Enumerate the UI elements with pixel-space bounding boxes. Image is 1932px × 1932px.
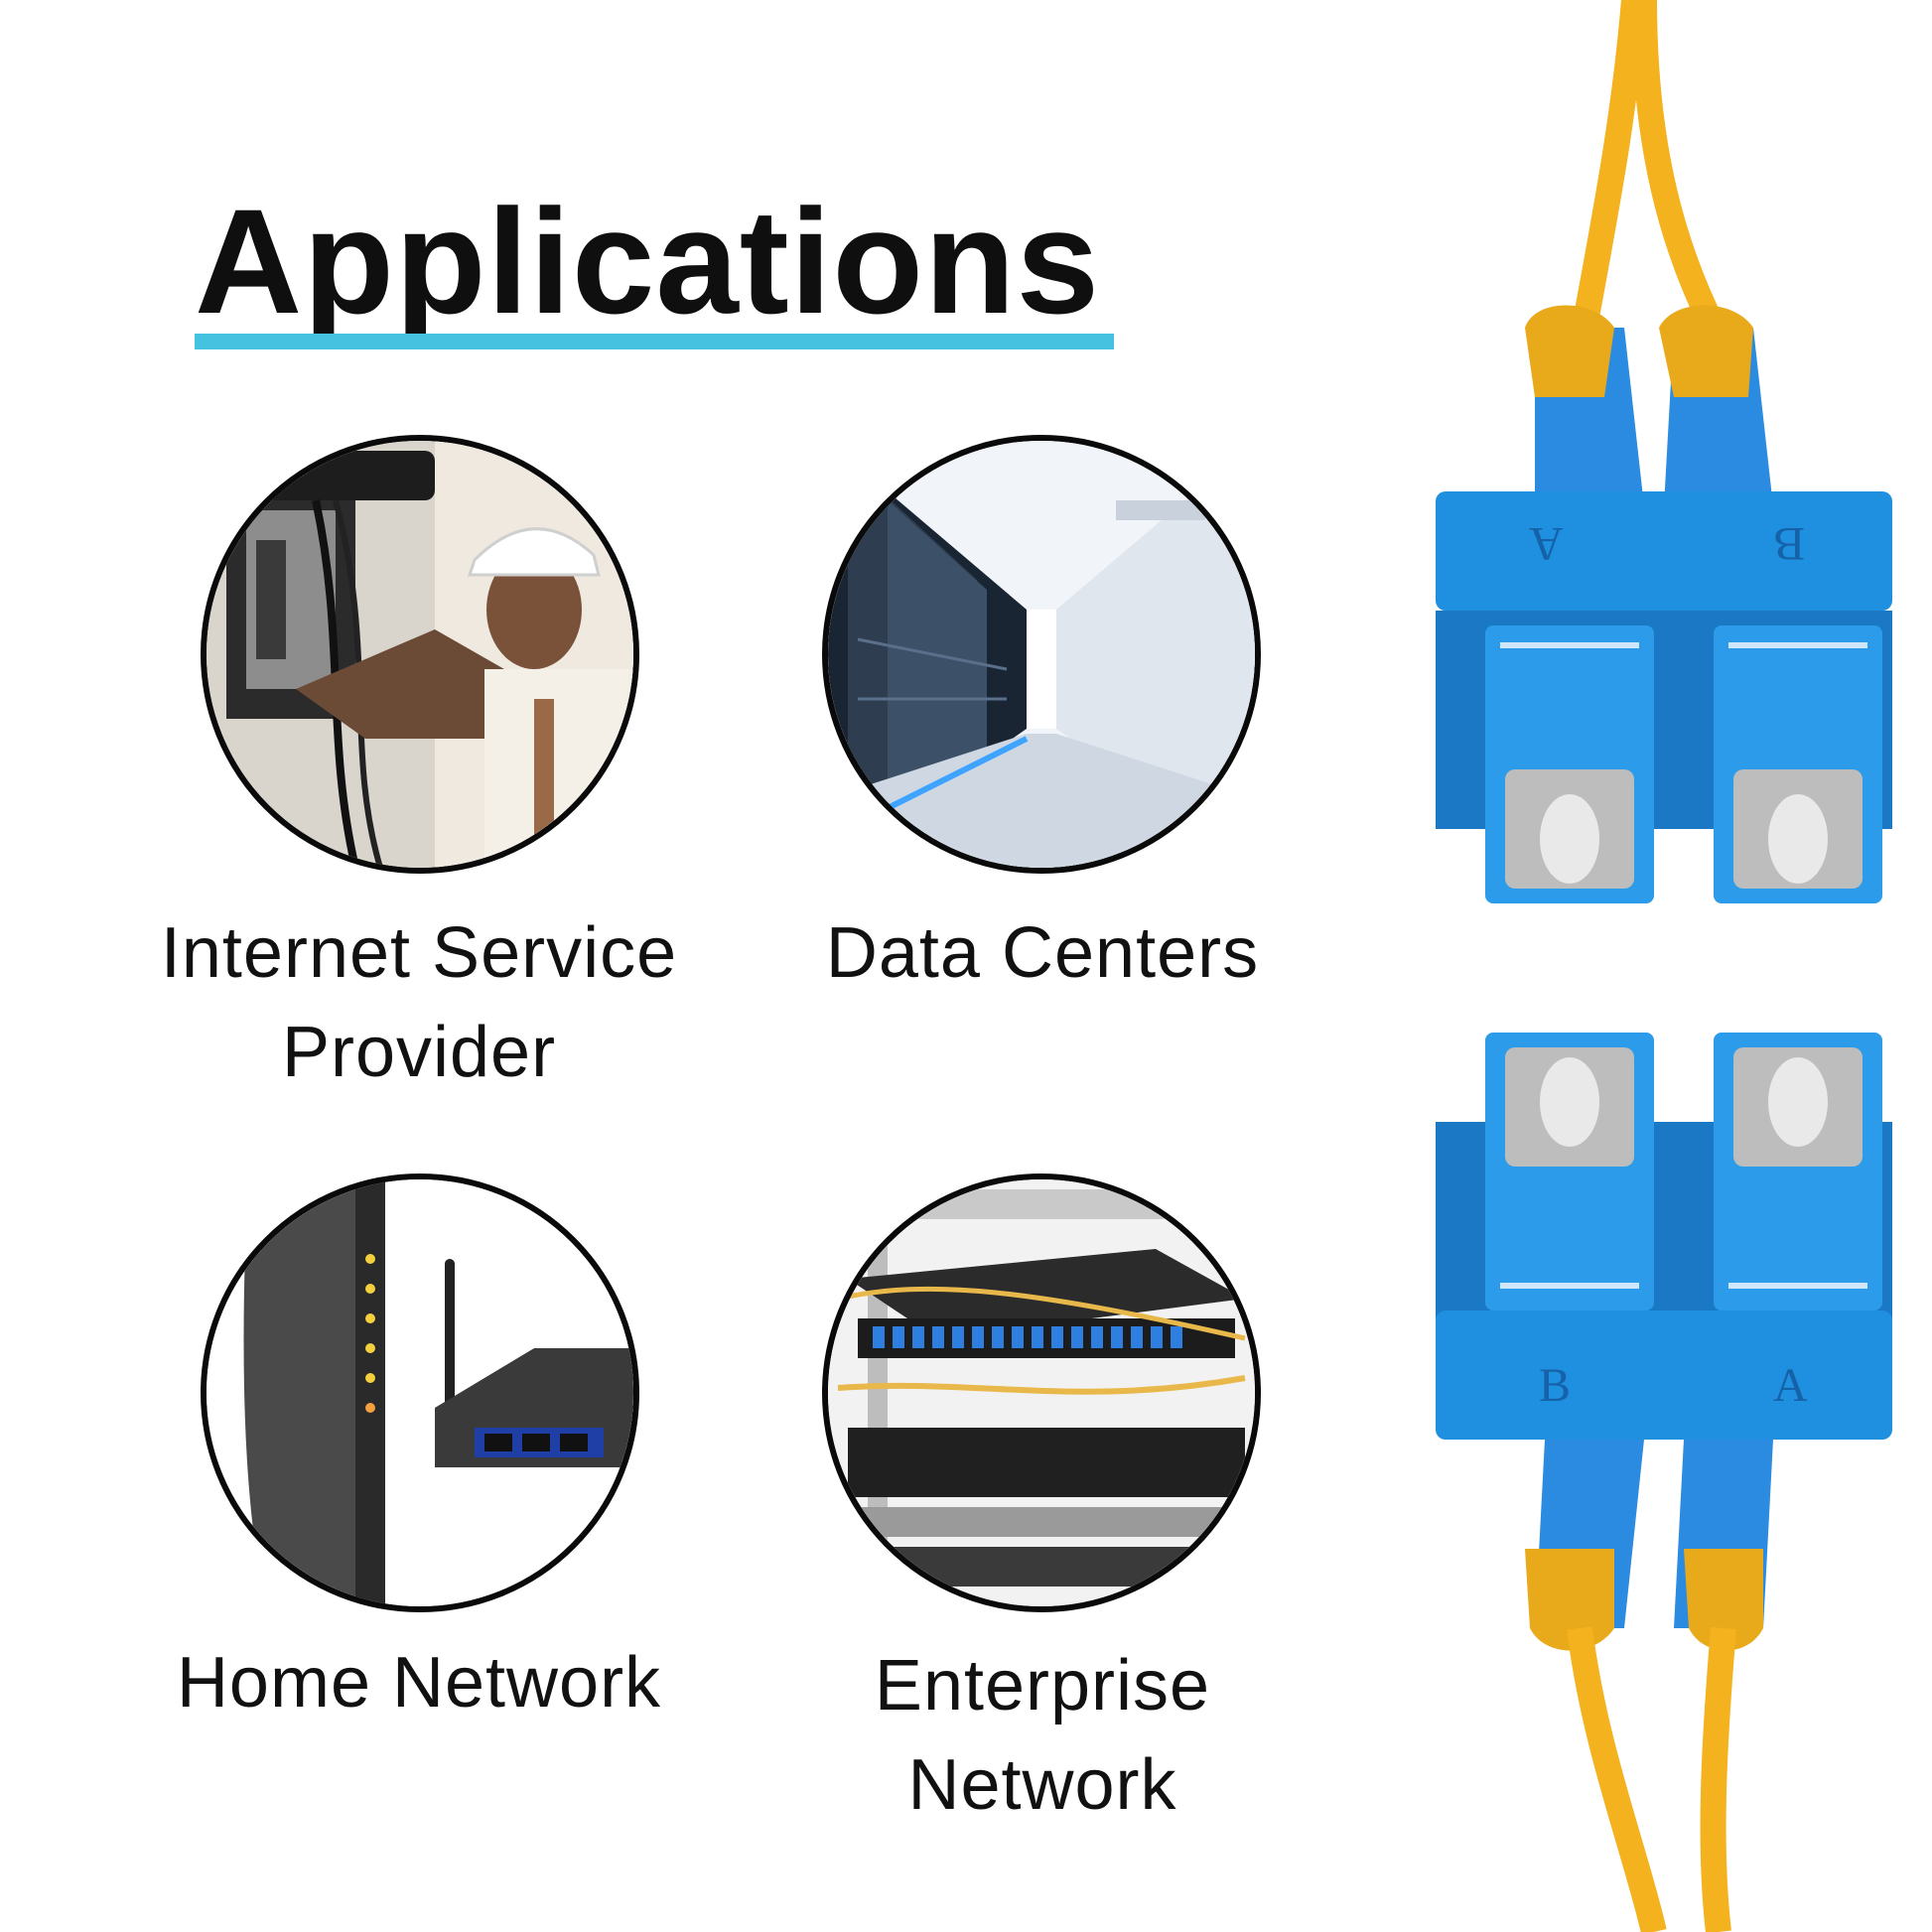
- label-data-centers: Data Centers: [735, 903, 1350, 1003]
- fiber-connector-image: A B B A: [1297, 0, 1932, 1932]
- enterprise-network-image: [822, 1173, 1261, 1612]
- label-line: Network: [907, 1745, 1177, 1825]
- label-line: Home Network: [176, 1643, 662, 1723]
- label-line: Internet Service: [160, 913, 678, 993]
- isp-technician-image: [201, 435, 639, 874]
- server-racks-photo-icon: [828, 441, 1255, 868]
- patch-panel-photo-icon: [828, 1179, 1255, 1606]
- port-label: A: [1773, 1359, 1808, 1412]
- page-title: Applications: [195, 178, 1101, 345]
- data-center-image: [822, 435, 1261, 874]
- label-line: Enterprise: [874, 1646, 1211, 1725]
- port-label: B: [1773, 517, 1806, 570]
- technician-photo-icon: [207, 441, 633, 868]
- title-underline: [195, 334, 1114, 349]
- sc-duplex-fiber-connector-icon: [1436, 0, 1892, 1932]
- label-enterprise-network: Enterprise Network: [735, 1636, 1350, 1835]
- port-label: A: [1529, 517, 1564, 570]
- label-home-network: Home Network: [111, 1633, 727, 1732]
- port-label: B: [1539, 1359, 1572, 1412]
- label-internet-service-provider: Internet Service Provider: [111, 903, 727, 1102]
- modem-router-photo-icon: [207, 1179, 633, 1606]
- home-network-image: [201, 1173, 639, 1612]
- label-line: Data Centers: [825, 913, 1260, 993]
- label-line: Provider: [281, 1013, 557, 1092]
